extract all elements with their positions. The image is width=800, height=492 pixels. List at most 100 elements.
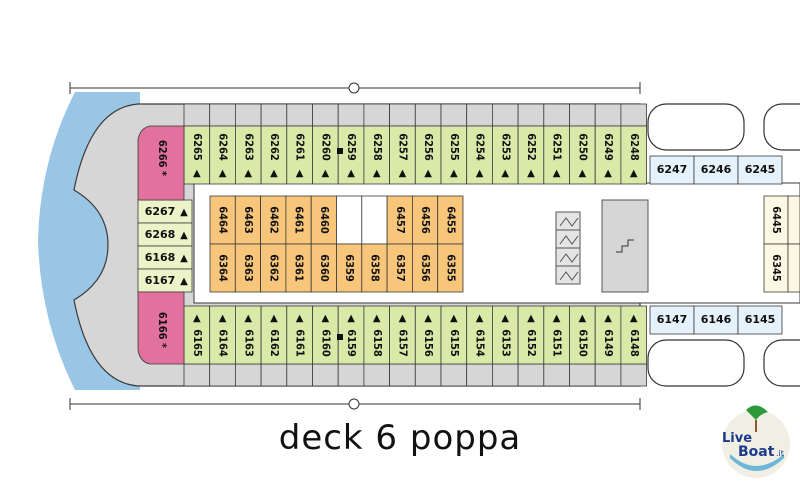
cabin (620, 305, 648, 365)
cabin-number: 6261 (294, 133, 307, 161)
balcony-cell (466, 363, 493, 387)
marker-top (337, 148, 343, 154)
balcony-cell (517, 363, 545, 387)
cabin (234, 195, 262, 245)
cabin-number: 6253 (499, 133, 512, 161)
cabin-number: 6460 (318, 206, 331, 234)
triangle-icon: ▲ (321, 313, 329, 324)
cabin (389, 305, 416, 365)
triangle-icon: ▲ (450, 313, 458, 324)
logo-text-boat: Boat (738, 444, 775, 460)
cabin (763, 195, 789, 245)
balcony-cell (491, 103, 519, 127)
cabin-number: 6445 (770, 206, 783, 234)
cabin-number: 6145 (745, 313, 776, 326)
cabin (569, 125, 596, 185)
marker-bottom (337, 334, 343, 340)
cabin-number: 6252 (525, 133, 538, 161)
cabin (649, 305, 695, 335)
triangle-icon: ▲ (501, 313, 509, 324)
balcony-cell (414, 363, 442, 387)
cabin-number: 6155 (448, 329, 461, 357)
triangle-icon: ▲ (604, 313, 612, 324)
triangle-icon: ▲ (373, 313, 381, 324)
elevator-icon (555, 211, 581, 285)
balcony-cell (517, 103, 545, 127)
lifeboat-bottom-1 (647, 339, 745, 387)
cabin (209, 195, 236, 245)
balcony-cell (363, 363, 390, 387)
cabin-number: 6262 (268, 133, 281, 161)
cabin (209, 243, 236, 293)
triangle-icon: ▲ (553, 168, 561, 179)
cabin-number: 6148 (628, 329, 641, 357)
cabin-number: 6162 (268, 329, 281, 357)
cabin-number: 6248 (628, 133, 641, 161)
balcony-cell (209, 103, 236, 127)
cabin-number: 6267 (145, 205, 176, 218)
cabin (389, 125, 416, 185)
balcony-cell (209, 363, 236, 387)
balcony-cell (286, 363, 313, 387)
cabin-number: 6147 (657, 313, 688, 326)
cabin (361, 243, 388, 293)
triangle-icon: ▲ (399, 313, 407, 324)
cabin-number: 6357 (394, 254, 407, 282)
triangle-icon: ▲ (527, 313, 535, 324)
balcony-cell (337, 103, 365, 127)
balcony-strip-bottom (183, 363, 648, 387)
cabin-number: 6364 (217, 254, 230, 282)
balcony-cell (440, 363, 468, 387)
cabin (693, 155, 739, 185)
cabin (491, 125, 519, 185)
triangle-icon: ▲ (180, 253, 188, 264)
lifeboat-bottom-2 (763, 339, 800, 387)
cabin (414, 125, 442, 185)
cabin-number: 6160 (319, 329, 332, 357)
suite (137, 125, 185, 201)
cabin-partial (787, 195, 800, 245)
cabin-number: 6358 (368, 254, 381, 282)
triangle-icon: ▲ (180, 276, 188, 287)
cabin (286, 305, 313, 365)
cabin-number: 6245 (745, 163, 776, 176)
cabin-number: 6361 (293, 254, 306, 282)
balcony-cell (183, 363, 211, 387)
cabin-number: 6168 (145, 251, 176, 264)
cabin-number: 6464 (217, 206, 230, 234)
cabin-number: 6359 (343, 254, 356, 282)
triangle-icon: ▲ (244, 313, 252, 324)
cabin-number: 6360 (318, 254, 331, 282)
cabin (234, 305, 262, 365)
lifeboat-top-1 (647, 103, 745, 151)
cabin-number: 6246 (701, 163, 732, 176)
cabin-number: 6260 (319, 133, 332, 161)
cabin (737, 305, 783, 335)
cabin (594, 125, 622, 185)
triangle-icon: ▲ (180, 207, 188, 218)
cabin-number: 6164 (217, 329, 230, 357)
cabin-number: 6462 (267, 206, 280, 234)
triangle-icon: ▲ (399, 168, 407, 179)
cabin (312, 125, 339, 185)
suite (137, 291, 185, 365)
lifeboat-top-2 (763, 103, 800, 151)
triangle-icon: ▲ (476, 168, 484, 179)
cabin-partial (787, 243, 800, 293)
cabin (363, 305, 390, 365)
cabin (649, 155, 695, 185)
triangle-icon: ▲ (270, 313, 278, 324)
triangle-icon: ▲ (347, 313, 355, 324)
triangle-icon: ▲ (373, 168, 381, 179)
triangle-icon: ▲ (270, 168, 278, 179)
cabin-number: 6150 (576, 329, 589, 357)
cabin (620, 125, 648, 185)
cabin-number: 6161 (294, 329, 307, 357)
cabin-number: 6255 (448, 133, 461, 161)
corridor-gap (336, 195, 363, 245)
cabin-number: 6146 (701, 313, 732, 326)
cabin-number: 6363 (242, 254, 255, 282)
corridor-gap (361, 195, 388, 245)
